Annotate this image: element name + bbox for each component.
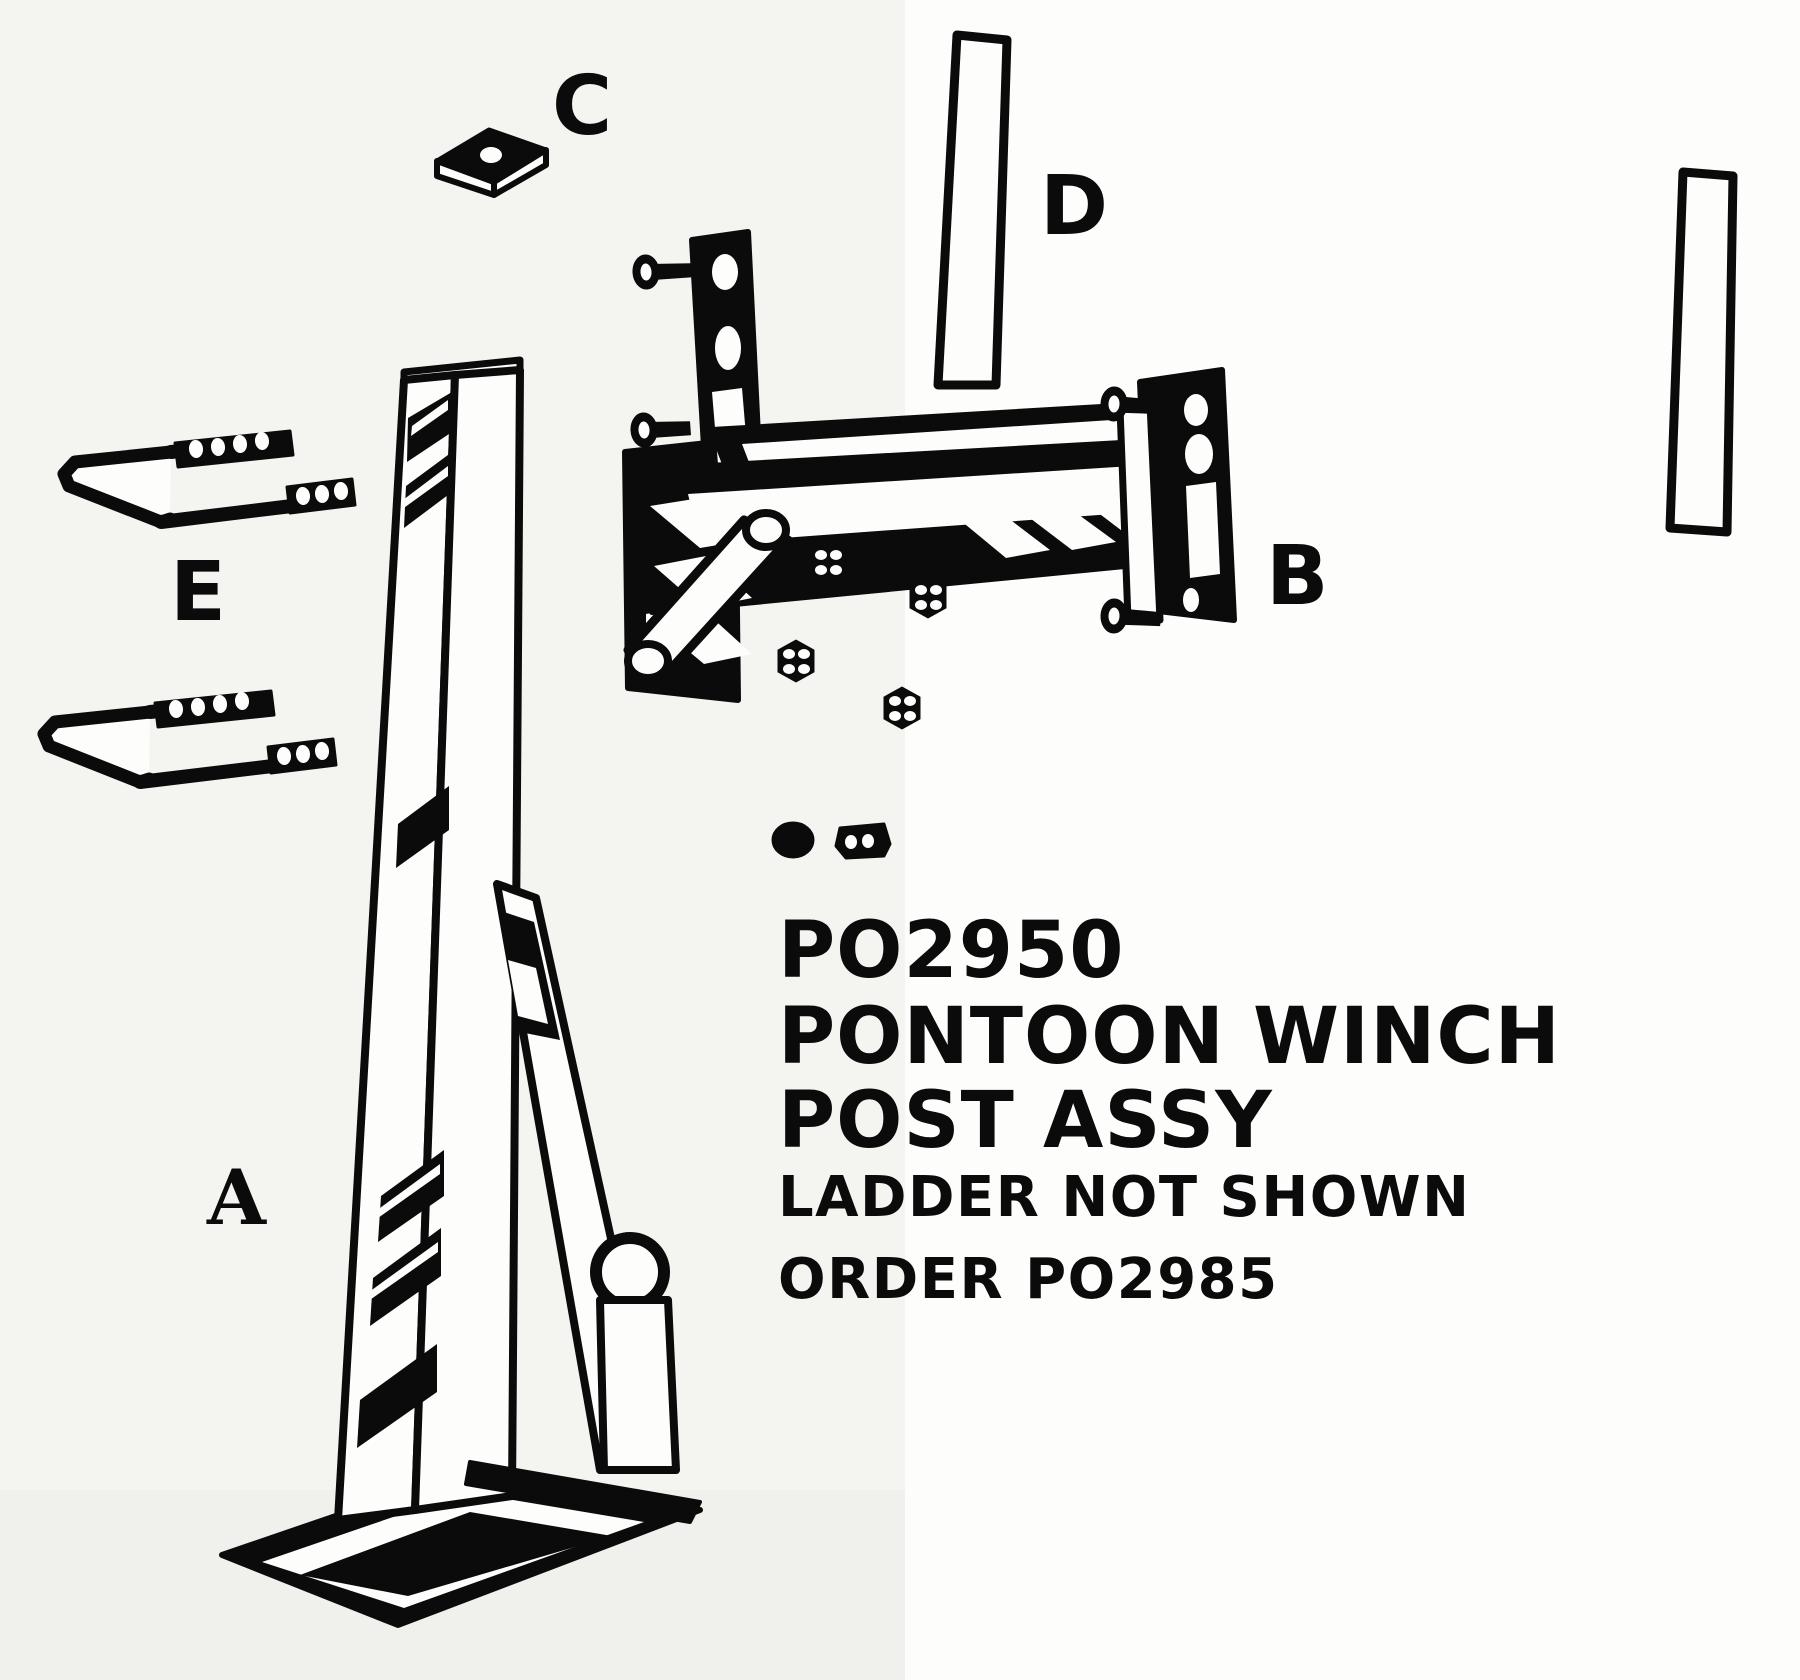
part-b-winch-bracket	[622, 229, 1237, 703]
caption-block: PO2950 PONTOON WINCH POST ASSY LADDER NO…	[778, 912, 1788, 1308]
callout-label-b: B	[1266, 529, 1329, 624]
part-e-u-bolt-upper	[57, 429, 357, 529]
part-a-winch-post	[219, 356, 703, 1628]
callout-label-d: D	[1040, 159, 1109, 254]
callout-label-e: E	[170, 545, 227, 640]
assembly-name-line-1: PONTOON WINCH	[778, 992, 1561, 1082]
callout-label-a: A	[207, 1153, 266, 1242]
small-hardware-group	[771, 821, 892, 860]
part-number-text: PO2950	[778, 906, 1125, 996]
assembly-name-line-2: POST ASSY	[778, 1076, 1273, 1166]
ladder-note-text: LADDER NOT SHOWN	[778, 1165, 1471, 1230]
flat-bar-right	[1665, 167, 1738, 537]
part-d-flat-bar	[933, 30, 1012, 390]
part-e-u-bolt-lower	[37, 689, 338, 789]
callout-label-c: C	[552, 59, 613, 154]
order-note-text: ORDER PO2985	[778, 1247, 1279, 1312]
part-c-post-cap	[434, 127, 549, 198]
